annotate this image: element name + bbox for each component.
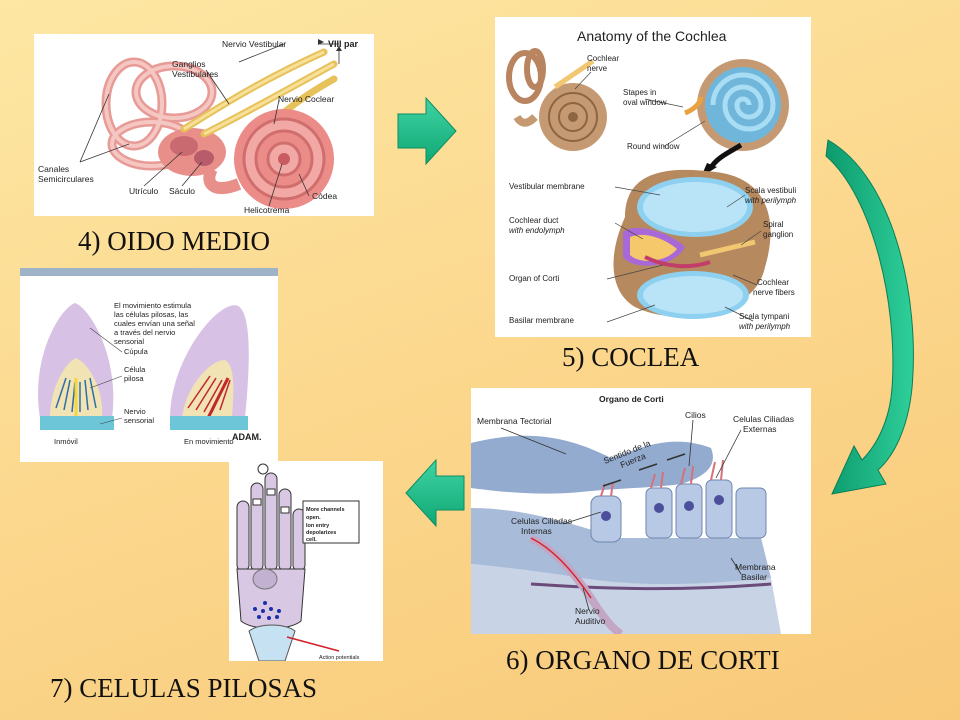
label-with-endolymph: with endolymph xyxy=(509,226,565,235)
label-viii-par: VIII par xyxy=(328,39,359,49)
hair-cell-movement-panel: El movimiento estimula las células pilos… xyxy=(20,268,278,462)
hair-cell-detail-panel: More channels open. Ion entry depolarize… xyxy=(229,461,383,661)
label-externas: Externas xyxy=(743,424,777,434)
cochlea-anatomy-illustration: Anatomy of the Cochlea xyxy=(495,17,811,337)
label-round-window: Round window xyxy=(627,142,680,151)
label-cochlear: Cochlear xyxy=(587,54,619,63)
label-nerve: nerve xyxy=(587,64,608,73)
label-internas: Internas xyxy=(521,526,552,536)
label-more-channels: More channels xyxy=(306,507,345,513)
label-nervio-vestibular: Nervio Vestibular xyxy=(222,39,286,49)
label-nerve-fibers: nerve fibers xyxy=(753,288,795,297)
hair-text-line3: cuales envían una señal xyxy=(114,319,195,328)
label-oval-window: oval window xyxy=(623,98,667,107)
label-celula: Célula xyxy=(124,365,146,374)
label-nervio-coclear: Nervio Coclear xyxy=(278,94,334,104)
label-basilar-membrane: Basilar membrane xyxy=(509,316,574,325)
hair-text-line2: las células pilosas, las xyxy=(114,310,188,319)
ear-anatomy-panel: Nervio Vestibular VIII par Ganglios Vest… xyxy=(34,34,374,216)
caption-oido-medio: 4) OIDO MEDIO xyxy=(78,226,270,256)
curved-down-arrow-icon xyxy=(825,139,914,495)
label-semicirculares: Semicirculares xyxy=(38,174,94,184)
label-membrana-tectorial: Membrana Tectorial xyxy=(477,416,552,426)
label-vestibular-membrane: Vestibular membrane xyxy=(509,182,585,191)
label-with-perilymph-2: with perilymph xyxy=(739,322,791,331)
label-celulas-ciliadas-internas: Celulas Ciliadas xyxy=(511,516,572,526)
organ-of-corti-illustration: Organo de Corti Membrana Tectorial Cilio… xyxy=(471,388,811,634)
label-spiral: Spiral xyxy=(763,220,784,229)
label-organo-de-corti: Organo de Corti xyxy=(599,394,664,404)
label-ganglion: ganglion xyxy=(763,230,793,239)
label-with-perilymph-1: with perilymph xyxy=(745,196,797,205)
label-nervio: Nervio xyxy=(575,606,600,616)
label-vestibulares: Vestibulares xyxy=(172,69,218,79)
label-cochlear-duct: Cochlear duct xyxy=(509,216,559,225)
label-utriculo: Utrículo xyxy=(129,186,159,196)
label-cell: cell. xyxy=(306,537,317,543)
label-cochlear-2: Cochlear xyxy=(757,278,789,287)
label-nervio: Nervio xyxy=(124,407,146,416)
label-action-potentials: Action potentials xyxy=(319,655,360,661)
cochlea-anatomy-panel: Anatomy of the Cochlea xyxy=(495,17,811,337)
caption-celulas-pilosas: 7) CELULAS PILOSAS xyxy=(50,673,318,703)
label-en-movimiento: En movimiento xyxy=(184,437,234,446)
label-canales: Canales xyxy=(38,164,69,174)
label-sensorial: sensorial xyxy=(124,416,154,425)
label-ganglios: Ganglios xyxy=(172,59,206,69)
ear-anatomy-illustration: Nervio Vestibular VIII par Ganglios Vest… xyxy=(34,34,374,216)
left-arrow-icon xyxy=(405,458,465,528)
hair-cell-detail-illustration: More channels open. Ion entry depolarize… xyxy=(229,461,383,661)
cochlea-title: Anatomy of the Cochlea xyxy=(577,28,727,44)
adam-logo-text: ADAM. xyxy=(232,432,262,442)
label-codea: Códea xyxy=(312,191,337,201)
label-pilosa: pilosa xyxy=(124,374,144,383)
label-membrana: Membrana xyxy=(735,562,776,572)
hair-cell-movement-illustration: El movimiento estimula las células pilos… xyxy=(20,268,278,462)
label-open: open. xyxy=(306,515,321,521)
label-saculo: Sáculo xyxy=(169,186,195,196)
label-auditivo: Auditivo xyxy=(575,616,606,626)
caption-organo-de-corti: 6) ORGANO DE CORTI xyxy=(506,645,780,675)
label-cilios: Cilios xyxy=(685,410,706,420)
label-basilar: Basilar xyxy=(741,572,767,582)
label-cupula: Cúpula xyxy=(124,347,149,356)
hair-text-line1: El movimiento estimula xyxy=(114,301,192,310)
label-organ-of-corti: Organ of Corti xyxy=(509,274,559,283)
hair-text-line5: sensorial xyxy=(114,337,144,346)
label-scala-tympani: Scala tympani xyxy=(739,312,789,321)
caption-coclea: 5) COCLEA xyxy=(562,342,700,372)
organ-of-corti-panel: Organo de Corti Membrana Tectorial Cilio… xyxy=(471,388,811,634)
label-stapes-in: Stapes in xyxy=(623,88,656,97)
label-celulas-ciliadas: Celulas Ciliadas xyxy=(733,414,794,424)
label-ion-entry: Ion entry xyxy=(306,523,330,529)
label-scala-vestibuli: Scala vestibuli xyxy=(745,186,796,195)
label-inmovil: Inmóvil xyxy=(54,437,78,446)
right-arrow-icon xyxy=(397,96,457,166)
hair-text-line4: a través del nervio xyxy=(114,328,175,337)
label-depolarizes: depolarizes xyxy=(306,530,336,536)
label-helicotrema: Helicotrema xyxy=(244,205,290,215)
